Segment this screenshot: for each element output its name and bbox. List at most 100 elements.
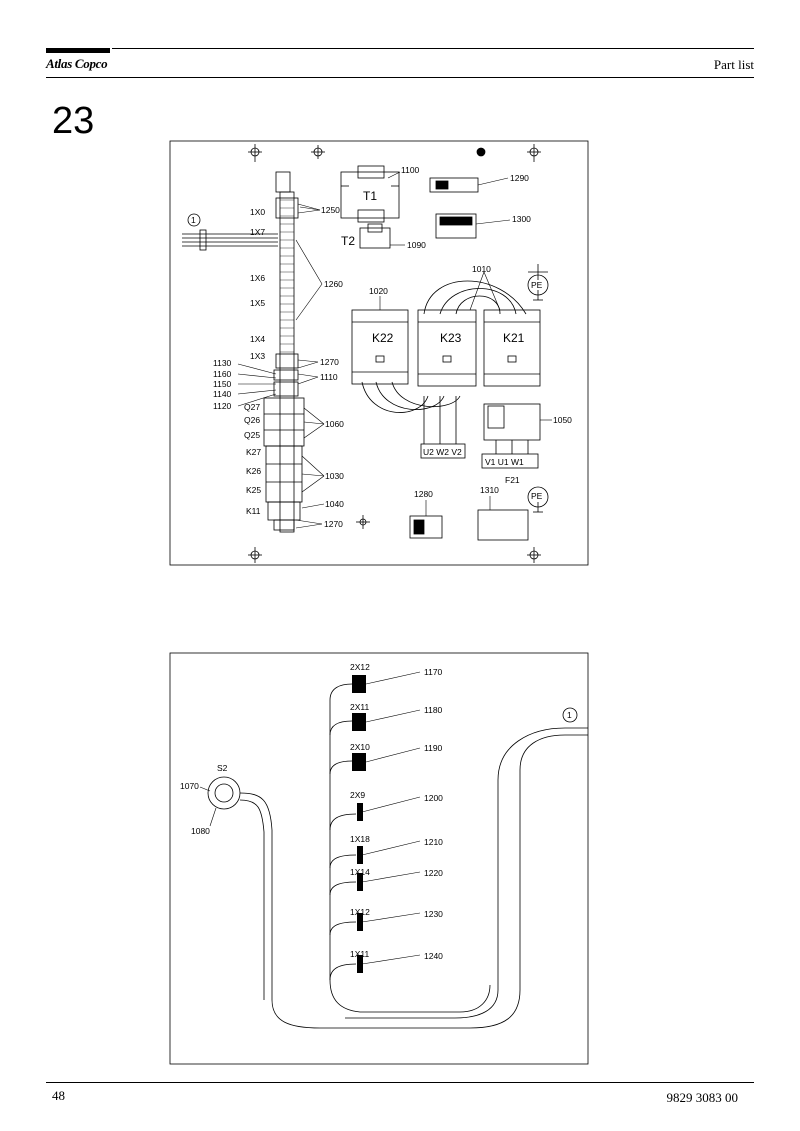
mounting-mark — [356, 515, 370, 529]
part-1290: 1290 — [510, 173, 529, 183]
connector-1x3 — [275, 353, 299, 369]
footer-rule — [46, 1082, 754, 1083]
part-1060: 1060 — [325, 419, 344, 429]
label-2x10: 2X10 — [350, 742, 370, 752]
label-pe: PE — [531, 280, 543, 290]
relay-k11 — [267, 501, 301, 521]
contactor-k21 — [483, 309, 541, 387]
part-1030: 1030 — [325, 471, 344, 481]
rail-bottom-cap — [273, 519, 295, 531]
component-1300 — [435, 213, 477, 239]
connector-1x18 — [357, 846, 363, 864]
part-1300: 1300 — [512, 214, 531, 224]
part-1190: 1190 — [424, 743, 443, 753]
part-1130: 1130 — [213, 358, 232, 368]
part-1010: 1010 — [472, 264, 491, 274]
label-k23: K23 — [440, 331, 462, 345]
label-1x4: 1X4 — [250, 334, 265, 344]
mounting-mark — [248, 144, 262, 162]
label-f21: F21 — [505, 475, 520, 485]
part-1100: 1100 — [401, 165, 420, 175]
relay-rail-k — [265, 445, 303, 503]
label-k21: K21 — [503, 331, 525, 345]
mounting-mark — [527, 144, 541, 162]
label-u2w2v2: U2 W2 V2 — [423, 447, 462, 457]
part-1240: 1240 — [424, 951, 443, 961]
transformer-t1 — [340, 171, 400, 219]
label-2x12: 2X12 — [350, 662, 370, 672]
label-2x11: 2X11 — [350, 702, 369, 712]
label-1x7: 1X7 — [250, 227, 265, 237]
connector-block — [273, 381, 299, 397]
mounting-mark — [311, 145, 325, 159]
label-2x9: 2X9 — [350, 790, 365, 800]
label-1x3: 1X3 — [250, 351, 265, 361]
label-k27: K27 — [246, 447, 261, 457]
part-1200: 1200 — [424, 793, 443, 803]
part-1250: 1250 — [321, 205, 340, 215]
overload-relay-f21 — [483, 403, 541, 441]
company-logo: Atlas Copco — [46, 56, 108, 71]
part-1230: 1230 — [424, 909, 443, 919]
cabinet-panel-frame — [169, 140, 589, 566]
label-k25: K25 — [246, 485, 261, 495]
connector-1x12 — [357, 913, 363, 931]
label-k11: K11 — [246, 506, 261, 516]
harness-panel-frame — [169, 652, 589, 1065]
label-1x14: 1X14 — [350, 867, 370, 877]
mounting-mark — [248, 547, 262, 563]
part-1210: 1210 — [424, 837, 443, 847]
marker-circle — [562, 707, 578, 723]
part-1220: 1220 — [424, 868, 443, 878]
part-1090: 1090 — [407, 240, 426, 250]
connector-2x12 — [352, 675, 366, 693]
part-1160: 1160 — [213, 369, 232, 379]
label-q27: Q27 — [244, 402, 260, 412]
terminal-blocks — [280, 199, 294, 353]
section-number: 23 — [52, 100, 95, 142]
part-1080: 1080 — [191, 826, 210, 836]
part-1110: 1110 — [320, 372, 338, 382]
label-k22: K22 — [372, 331, 394, 345]
part-1180: 1180 — [424, 705, 443, 715]
label-k26: K26 — [246, 466, 261, 476]
page-number: 48 — [52, 1088, 65, 1103]
header-rule-top — [112, 48, 754, 49]
mounting-mark — [527, 547, 541, 563]
part-1270: 1270 — [320, 357, 339, 367]
label-t1: T1 — [363, 189, 377, 203]
part-1280: 1280 — [414, 489, 433, 499]
contactor-k23 — [417, 309, 477, 387]
part-1140: 1140 — [213, 389, 232, 399]
terminal-u2w2v2 — [420, 443, 466, 459]
header-rule-bottom — [46, 77, 754, 78]
label-1x18: 1X18 — [350, 834, 370, 844]
part-1260: 1260 — [324, 279, 343, 289]
terminal-rail — [279, 191, 295, 533]
switch-s2 — [207, 776, 241, 810]
label-q26: Q26 — [244, 415, 260, 425]
label-marker: 1 — [191, 215, 196, 225]
label-pe: PE — [531, 491, 543, 501]
connector-1x0 — [275, 197, 299, 219]
part-1150: 1150 — [213, 379, 232, 389]
cable-clamp — [199, 229, 207, 251]
contactor-k22 — [351, 309, 409, 385]
part-1120: 1120 — [213, 401, 232, 411]
part-1050: 1050 — [553, 415, 572, 425]
label-v1u1w1: V1 U1 W1 — [485, 457, 524, 467]
component-1310 — [477, 509, 529, 541]
label-1x6: 1X6 — [250, 273, 265, 283]
part-1070: 1070 — [180, 781, 199, 791]
connector-1x14 — [357, 873, 363, 891]
part-1170: 1170 — [424, 667, 443, 677]
part-1040: 1040 — [325, 499, 344, 509]
document-type: Part list — [713, 57, 754, 72]
mounting-hole — [476, 147, 486, 157]
rail-top-cap — [275, 171, 291, 193]
connector-2x9 — [357, 803, 363, 821]
marker-circle — [187, 213, 201, 227]
label-marker: 1 — [567, 710, 572, 720]
connector-1x11 — [357, 955, 363, 973]
